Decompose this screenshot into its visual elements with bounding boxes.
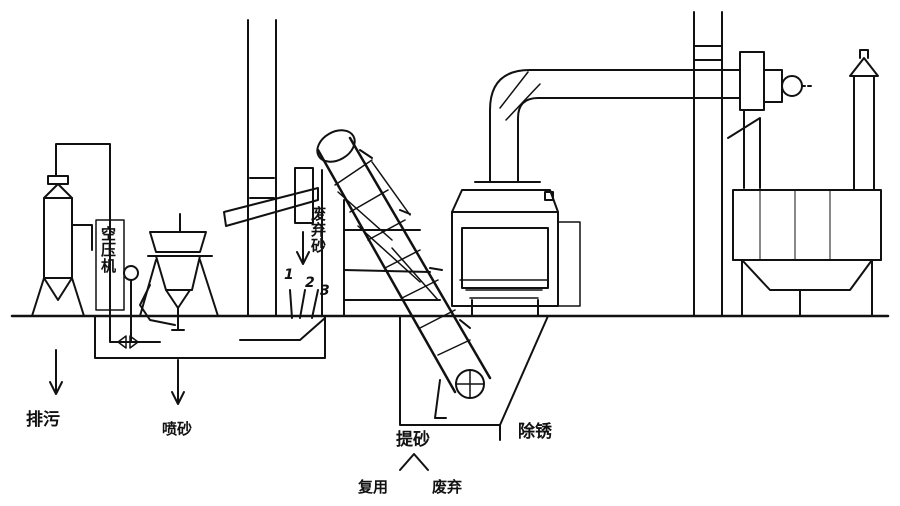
label-num-3: 3 (320, 283, 330, 299)
label-lift-sand: 提砂 (396, 430, 430, 450)
label-derusting: 除锈 (518, 422, 552, 442)
label-discharge: 排污 (26, 410, 60, 430)
sandblast-tank (117, 213, 219, 349)
dust-collector (732, 189, 882, 317)
air-compressor (95, 219, 125, 311)
label-discard: 废弃 (432, 478, 463, 496)
label-reuse: 复用 (358, 478, 389, 496)
elevator-pit (399, 315, 549, 426)
split-lines (399, 453, 429, 471)
derusting-chamber (451, 181, 581, 317)
label-compressor: 空压机 (99, 226, 117, 274)
underground-pipe (109, 315, 326, 343)
exhaust-duct (489, 69, 741, 183)
label-num-1: 1 (284, 267, 294, 283)
fan-unit (727, 51, 813, 189)
chimney-left (223, 19, 319, 317)
label-num-2: 2 (305, 275, 315, 291)
stack-right (693, 11, 723, 317)
exhaust-stack-small (849, 49, 879, 191)
bucket-elevator (316, 129, 492, 419)
underground-trench (94, 315, 326, 359)
blasting-arrow (171, 359, 185, 405)
separator-tank (31, 143, 111, 317)
label-blasting: 喷砂 (162, 420, 193, 438)
label-waste-sand: 废弃砂 (309, 206, 327, 254)
discharge-arrow (49, 349, 63, 395)
waste-sand-arrow (296, 231, 310, 265)
sand-outlets (289, 289, 319, 319)
